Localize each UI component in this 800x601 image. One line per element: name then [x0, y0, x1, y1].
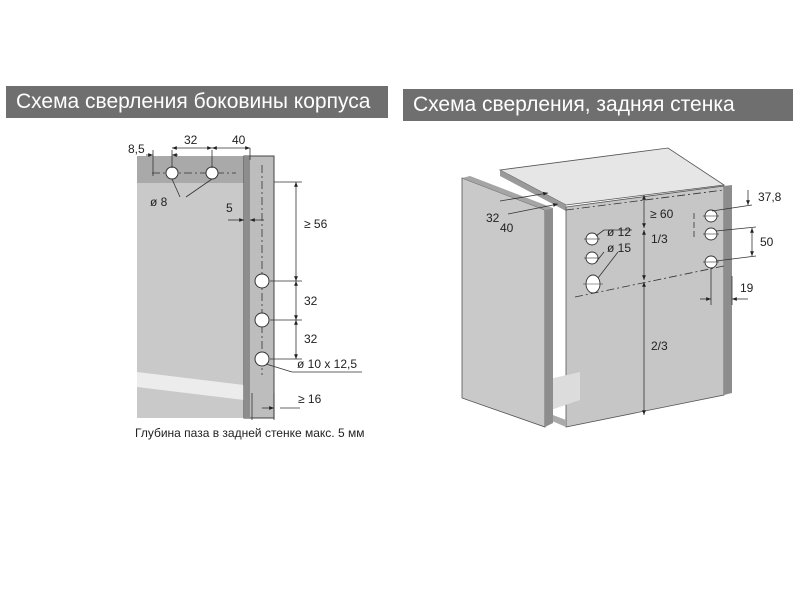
dim-8-5: 8,5 — [128, 142, 145, 156]
side-hole-3 — [254, 351, 270, 367]
dim-32-right: 32 — [486, 211, 500, 225]
dim-diameter-15: ø 15 — [607, 241, 631, 255]
top-strip — [137, 156, 244, 183]
dim-19: 19 — [740, 281, 754, 295]
dim-min-56: ≥ 56 — [304, 217, 328, 231]
bottom-panel-edge — [137, 372, 244, 400]
dim-32-top: 32 — [184, 133, 198, 147]
left-side-panel-top-edge — [462, 176, 553, 210]
side-panel-diagram: 8,5 32 40 ø 8 5 ≥ 56 32 32 ø 10 x 12,5 — [128, 133, 364, 440]
dim-5: 5 — [226, 201, 233, 215]
dim-hole-diameter-8: ø 8 — [150, 195, 168, 209]
top-hole-2 — [205, 166, 219, 180]
dim-one-third: 1/3 — [651, 232, 668, 246]
dim-32-b: 32 — [304, 332, 318, 346]
groove-depth-caption: Глубина паза в задней стенке макс. 5 мм — [135, 426, 364, 440]
side-hole-1 — [254, 273, 270, 289]
dim-32-a: 32 — [304, 294, 318, 308]
side-hole-2 — [254, 312, 270, 328]
dim-40-right: 40 — [500, 221, 514, 235]
dim-min-60: ≥ 60 — [650, 207, 674, 221]
back-wall — [565, 185, 725, 428]
top-panel-edge — [500, 170, 566, 211]
dim-hole-diameter-10: ø 10 x 12,5 — [297, 357, 357, 371]
cabinet-interior — [545, 372, 580, 412]
dim-diameter-12: ø 12 — [607, 225, 631, 239]
top-hole-1 — [165, 166, 179, 180]
back-wall-edge — [724, 185, 732, 395]
dim-37-8: 37,8 — [758, 190, 782, 204]
dim-50: 50 — [760, 235, 774, 249]
right-diagram-title: Схема сверления, задняя стенка — [403, 89, 793, 121]
dim-min-16: ≥ 16 — [298, 392, 322, 406]
left-side-panel-edge — [545, 208, 553, 427]
dim-two-thirds: 2/3 — [651, 339, 668, 353]
dim-40: 40 — [232, 133, 246, 147]
back-wall-edge — [244, 156, 250, 418]
left-side-panel — [461, 177, 546, 428]
left-diagram-title: Схема сверления боковины корпуса — [6, 86, 388, 118]
cabinet-back-diagram: 32 40 ≥ 60 1/3 2/3 ø 12 ø 15 — [461, 147, 782, 428]
